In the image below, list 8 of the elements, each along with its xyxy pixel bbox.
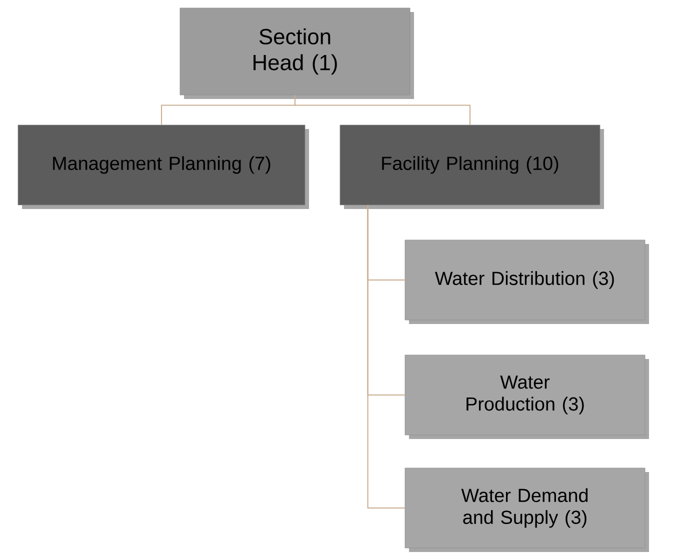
org-box: Section Head (1) [180,8,414,99]
org-box: Water Distribution (3) [404,240,649,324]
connector-line [294,94,470,126]
org-box: Water Demand and Supply (3) [404,468,649,552]
org-box: Management Planning (7) [18,124,309,209]
org-box: Facility Planning (10) [340,124,604,209]
connector-line [367,204,406,508]
org-box: Water Production (3) [404,354,649,439]
